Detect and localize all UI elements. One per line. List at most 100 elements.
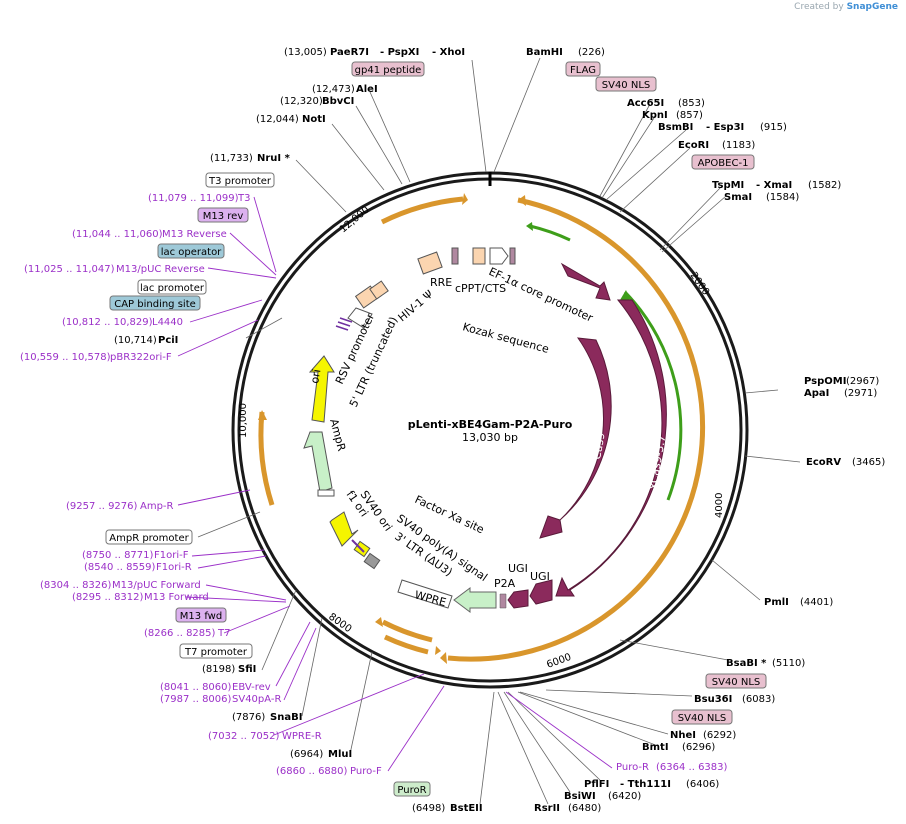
pbr322ori-f-primer[interactable]: pBR322ori-F [110,352,172,363]
feature-boxes: gp41 peptide FLAG SV40 NLS APOBEC-1 T3 p… [105,61,767,797]
puror-box[interactable]: PuroR [397,785,426,796]
sv40-nls-box-right-1[interactable]: SV40 NLS [712,677,761,688]
lac-promoter-box[interactable]: lac promoter [140,283,205,294]
f1ori-f-pos: (8750 .. 8771) [82,550,154,561]
t3-promoter-box[interactable]: T3 promoter [208,176,272,187]
cas9-arrows [507,262,667,609]
xhoi-site[interactable]: - XhoI [432,47,465,58]
bsteii-site[interactable]: BstEII [450,803,483,814]
bsiwi-site[interactable]: BsiWI [564,791,596,802]
f1ori-r-primer[interactable]: F1ori-R [156,562,192,573]
apobec-box[interactable]: APOBEC-1 [698,158,749,169]
bmti-site[interactable]: BmtI [642,742,669,753]
sv40pa-r-pos: (7987 .. 8006) [160,694,232,705]
rsrii-site[interactable]: RsrII [534,803,560,814]
hiv-box [369,280,389,300]
pmli-site[interactable]: PmlI [764,597,789,608]
noti-site[interactable]: NotI [302,114,326,125]
orf-arc-left [258,411,275,506]
pspomi-site[interactable]: PspOMI [804,376,846,387]
hiv-label: HIV-1 Ψ [396,287,436,324]
bmti-pos: (6296) [682,742,715,753]
bsabi-site[interactable]: BsaBI * [726,658,767,669]
ruler-tick-4000: 4000 [714,493,725,518]
sv40-nls-box-top[interactable]: SV40 NLS [602,80,651,91]
kozak-label: Kozak sequence [461,320,550,356]
nrui-site[interactable]: NruI * [257,153,291,164]
m13-forward-pos: (8295 .. 8312) [72,592,144,603]
puro-f-primer[interactable]: Puro-F [350,766,382,777]
cppt-box [472,247,486,265]
ugi-arrow-2 [529,579,553,605]
ampr-promoter-box[interactable]: AmpR promoter [109,533,189,544]
left-site-labels: (10,714) PciI (8198) SfiI (7876) SnaBI (… [114,335,352,760]
nhei-pos: (6292) [703,730,736,741]
t3-primer[interactable]: T3 [237,193,250,204]
f1ori-r-pos: (8540 .. 8559) [84,562,156,573]
pflfi-site[interactable]: PflFI [584,779,609,790]
green-arc-top [529,224,571,242]
m13-fwd-box[interactable]: M13 fwd [180,611,222,622]
bbvci-site[interactable]: BbvCI [322,96,354,107]
pcii-site[interactable]: PciI [158,335,178,346]
arrowhead [258,410,267,420]
esp3i-site[interactable]: - Esp3I [706,122,744,133]
smai-site[interactable]: SmaI [724,192,752,203]
pcii-pos: (10,714) [114,335,157,346]
bsmbi-site[interactable]: BsmBI [658,122,693,133]
l4440-primer[interactable]: L4440 [152,317,183,328]
flag-box[interactable]: FLAG [570,65,596,76]
ugi-label-1: UGI [508,562,528,575]
m13-puc-reverse-primer[interactable]: M13/pUC Reverse [116,264,205,275]
site-connector-lines [197,57,801,805]
tspmi-site[interactable]: TspMI [712,180,744,191]
ecorv-site[interactable]: EcoRV [806,457,841,468]
t7-promoter-box[interactable]: T7 promoter [184,647,248,658]
bsteii-pos: (6498) [412,803,445,814]
snabi-site[interactable]: SnaBI [270,712,302,723]
bsu36i-site[interactable]: Bsu36I [694,694,732,705]
f1ori-f-primer[interactable]: F1ori-F [154,550,189,561]
pbr322ori-f-pos: (10,559 .. 10,578) [20,352,111,363]
kpni-site[interactable]: KpnI [642,110,668,121]
ecori-site[interactable]: EcoRI [678,140,709,151]
sfii-site[interactable]: SfiI [238,664,256,675]
bsmbi-pos: (915) [760,122,787,133]
apai-site[interactable]: ApaI [804,388,829,399]
sv40-nls-box-right-2[interactable]: SV40 NLS [678,713,727,724]
arrowhead [518,195,526,206]
acc65i-site[interactable]: Acc65I [627,98,664,109]
sfii-pos: (8198) [202,664,235,675]
m13-puc-forward-primer[interactable]: M13/pUC Forward [112,580,201,591]
lac-operator-box[interactable]: lac operator [161,247,222,258]
puro-r-primer[interactable]: Puro-R [616,762,649,773]
bsabi-pos: (5110) [772,658,805,669]
xcas9-arrow [555,299,667,597]
right-primer-labels: Puro-R (6364 .. 6383) [616,762,728,773]
m13-puc-forward-pos: (8304 .. 8326) [40,580,112,591]
wpre-r-primer[interactable]: WPRE-R [282,731,322,742]
m13-rev-box[interactable]: M13 rev [203,211,244,222]
mlui-pos: (6964) [290,749,323,760]
xmai-site[interactable]: - XmaI [756,180,792,191]
m13-reverse-primer[interactable]: M13 Reverse [162,229,227,240]
gp41-box[interactable]: gp41 peptide [355,65,422,76]
tth111i-site[interactable]: - Tth111I [620,779,671,790]
ugi-label-2: UGI [530,570,550,583]
arrowhead [375,617,383,627]
mlui-site[interactable]: MluI [328,749,352,760]
pmli-pos: (4401) [800,597,833,608]
paer7i-site[interactable]: PaeR7I [330,47,369,58]
t7-primer[interactable]: T7 [217,628,230,639]
cap-binding-site-box[interactable]: CAP binding site [114,299,196,310]
sv40pa-r-primer[interactable]: SV40pA-R [232,694,281,705]
amp-r-primer[interactable]: Amp-R [140,501,174,512]
pspxi-site[interactable]: - PspXI [380,47,419,58]
bamhi-site[interactable]: BamHI [526,47,563,58]
ebv-rev-primer[interactable]: EBV-rev [232,682,271,693]
apai-pos: (2971) [844,388,877,399]
nhei-site[interactable]: NheI [670,730,696,741]
m13-forward-primer[interactable]: M13 Forward [144,592,209,603]
alei-site[interactable]: AleI [356,84,378,95]
